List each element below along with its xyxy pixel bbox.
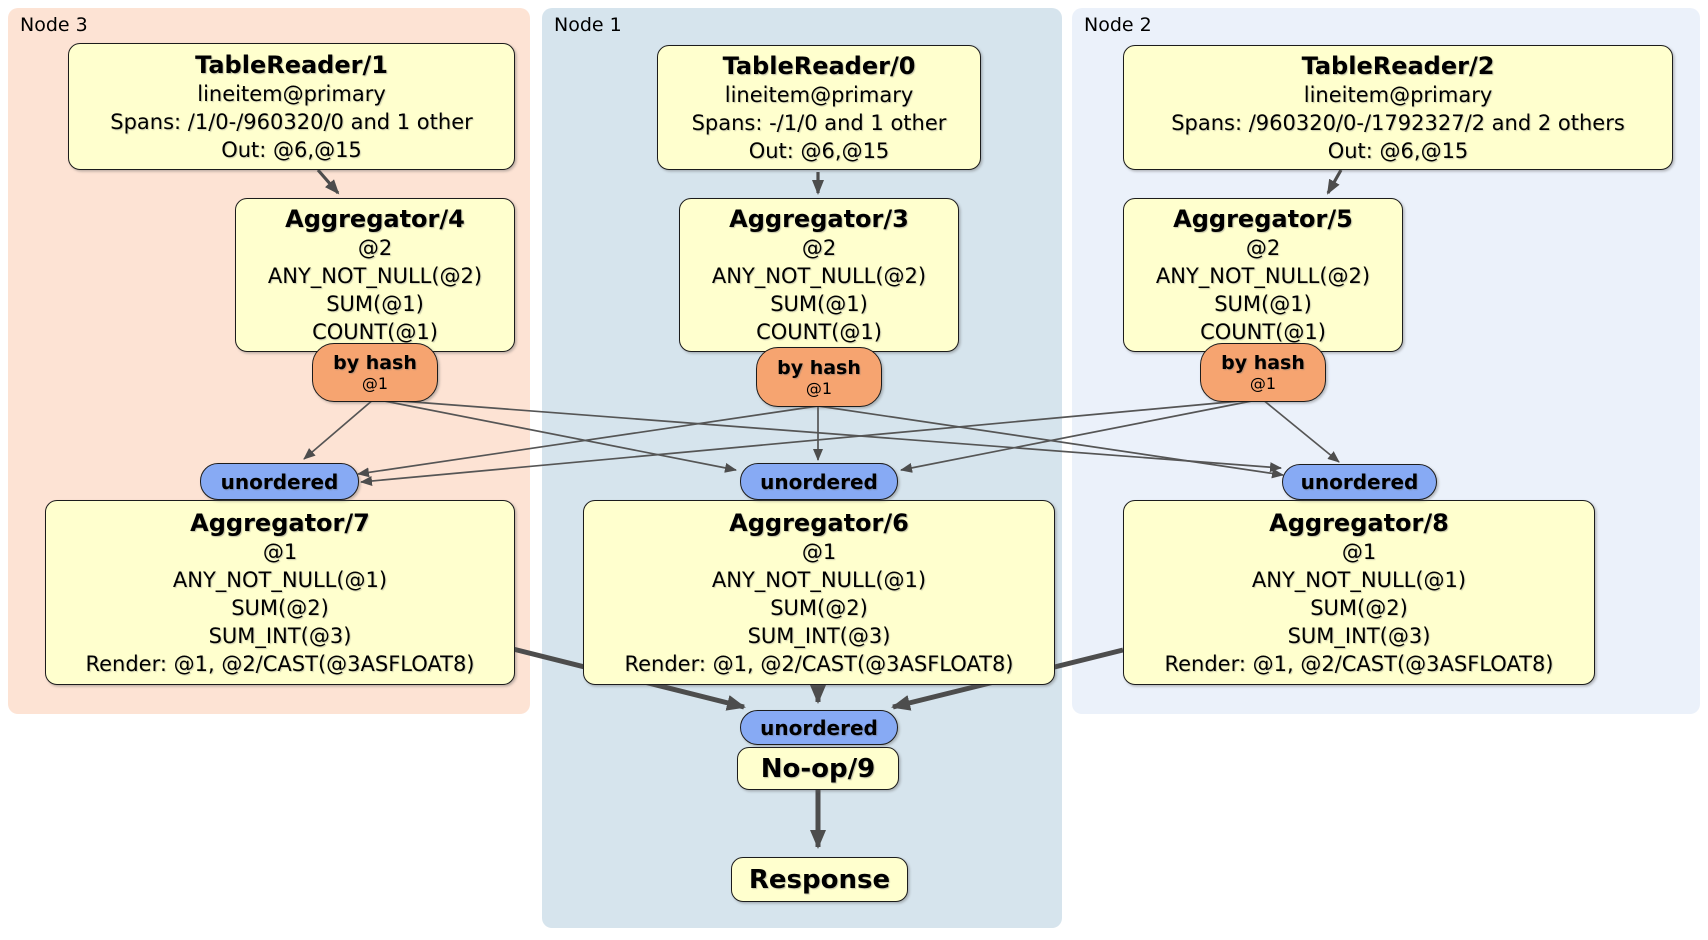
edge-tr2-agg5 xyxy=(1326,169,1343,195)
processor-aggregator-8: Aggregator/8 @1 ANY_NOT_NULL(@1) SUM(@2)… xyxy=(1123,500,1595,685)
processor-title: TableReader/2 xyxy=(1301,51,1495,80)
processor-line: @2 xyxy=(357,236,393,260)
processor-line: SUM(@2) xyxy=(231,595,329,620)
edge-r4-syncR xyxy=(373,398,1282,473)
processor-title: TableReader/0 xyxy=(722,51,916,80)
processor-line: SUM(@2) xyxy=(770,595,868,620)
processor-line: @2 xyxy=(801,236,837,260)
processor-title: Aggregator/6 xyxy=(729,508,909,537)
processor-line: SUM_INT(@3) xyxy=(747,623,891,648)
router-label: by hash xyxy=(777,356,861,379)
router-label: by hash xyxy=(1221,352,1305,374)
processor-line: SUM(@1) xyxy=(770,292,868,316)
processor-aggregator-5: Aggregator/5 @2 ANY_NOT_NULL(@2) SUM(@1)… xyxy=(1123,198,1403,352)
edge-r5-syncC xyxy=(900,398,1263,473)
processor-title: TableReader/1 xyxy=(195,50,388,79)
processor-tablereader-0: TableReader/0 lineitem@primary Spans: -/… xyxy=(657,45,981,170)
processor-aggregator-4: Aggregator/4 @2 ANY_NOT_NULL(@2) SUM(@1)… xyxy=(235,198,515,352)
processor-line: Out: @6,@15 xyxy=(1327,138,1469,163)
edge-r5-syncR xyxy=(1261,398,1340,463)
processor-line: Spans: /960320/0-/1792327/2 and 2 others xyxy=(1171,110,1625,135)
processor-line: lineitem@primary xyxy=(197,81,386,106)
processor-aggregator-3: Aggregator/3 @2 ANY_NOT_NULL(@2) SUM(@1)… xyxy=(679,198,959,352)
processor-line: COUNT(@1) xyxy=(756,320,882,344)
processor-aggregator-7: Aggregator/7 @1 ANY_NOT_NULL(@1) SUM(@2)… xyxy=(45,500,515,685)
processor-line: ANY_NOT_NULL(@1) xyxy=(1251,567,1467,592)
processor-line: Out: @6,@15 xyxy=(221,137,362,162)
processor-line: lineitem@primary xyxy=(724,82,914,107)
edge-r4-syncL xyxy=(303,398,375,460)
processor-title: No-op/9 xyxy=(760,753,876,784)
processor-line: @1 xyxy=(801,539,837,564)
edge-r5-syncL xyxy=(360,398,1263,486)
processor-line: Render: @1, @2/CAST(@3ASFLOAT8) xyxy=(85,651,475,676)
processor-line: @1 xyxy=(1341,539,1377,564)
edge-r4-syncC xyxy=(373,398,737,473)
processor-title: Response xyxy=(748,864,891,895)
processor-line: ANY_NOT_NULL(@1) xyxy=(711,567,927,592)
region-label-node3: Node 3 xyxy=(20,14,88,36)
router-detail: @1 xyxy=(361,374,389,393)
processor-title: Aggregator/4 xyxy=(285,205,465,233)
processor-aggregator-6: Aggregator/6 @1 ANY_NOT_NULL(@1) SUM(@2)… xyxy=(583,500,1055,685)
sync-unordered-center: unordered xyxy=(740,463,898,500)
router-label: by hash xyxy=(333,352,417,374)
processor-line: ANY_NOT_NULL(@2) xyxy=(711,264,927,288)
router-detail: @1 xyxy=(805,378,833,398)
region-label-node1: Node 1 xyxy=(554,14,622,36)
edge-r3-syncL xyxy=(357,405,819,478)
processor-line: SUM(@1) xyxy=(326,292,424,316)
router-by-hash-4: by hash @1 xyxy=(312,343,438,402)
processor-line: Render: @1, @2/CAST(@3ASFLOAT8) xyxy=(624,651,1014,676)
processor-title: Aggregator/3 xyxy=(729,205,909,233)
processor-tablereader-2: TableReader/2 lineitem@primary Spans: /9… xyxy=(1123,45,1673,170)
processor-line: SUM(@1) xyxy=(1214,292,1312,316)
processor-line: Out: @6,@15 xyxy=(748,138,890,163)
processor-line: SUM_INT(@3) xyxy=(208,623,352,648)
sync-unordered-left: unordered xyxy=(200,463,359,500)
sync-unordered-right: unordered xyxy=(1282,464,1437,500)
processor-line: Spans: -/1/0 and 1 other xyxy=(691,110,947,135)
sync-unordered-final: unordered xyxy=(740,710,898,745)
processor-line: COUNT(@1) xyxy=(312,320,438,344)
router-by-hash-5: by hash @1 xyxy=(1200,343,1326,402)
router-by-hash-3: by hash @1 xyxy=(756,347,882,407)
processor-line: lineitem@primary xyxy=(1303,82,1493,107)
processor-line: ANY_NOT_NULL(@2) xyxy=(267,264,483,288)
processor-tablereader-1: TableReader/1 lineitem@primary Spans: /1… xyxy=(68,43,515,170)
edge-tr1-agg4 xyxy=(316,168,340,195)
processor-line: @1 xyxy=(262,539,298,564)
processor-line: ANY_NOT_NULL(@2) xyxy=(1155,264,1371,288)
processor-title: Aggregator/5 xyxy=(1173,205,1353,233)
processor-line: Spans: /1/0-/960320/0 and 1 other xyxy=(110,109,473,134)
processor-noop: No-op/9 xyxy=(737,747,899,790)
processor-line: SUM(@2) xyxy=(1310,595,1408,620)
processor-line: Render: @1, @2/CAST(@3ASFLOAT8) xyxy=(1164,651,1554,676)
region-label-node2: Node 2 xyxy=(1084,14,1152,36)
processor-title: Aggregator/7 xyxy=(190,508,370,537)
processor-line: @2 xyxy=(1245,236,1281,260)
processor-line: SUM_INT(@3) xyxy=(1287,623,1431,648)
processor-line: ANY_NOT_NULL(@1) xyxy=(172,567,388,592)
processor-response: Response xyxy=(731,857,908,902)
router-detail: @1 xyxy=(1249,374,1277,393)
processor-line: COUNT(@1) xyxy=(1200,320,1326,344)
processor-title: Aggregator/8 xyxy=(1269,508,1449,537)
